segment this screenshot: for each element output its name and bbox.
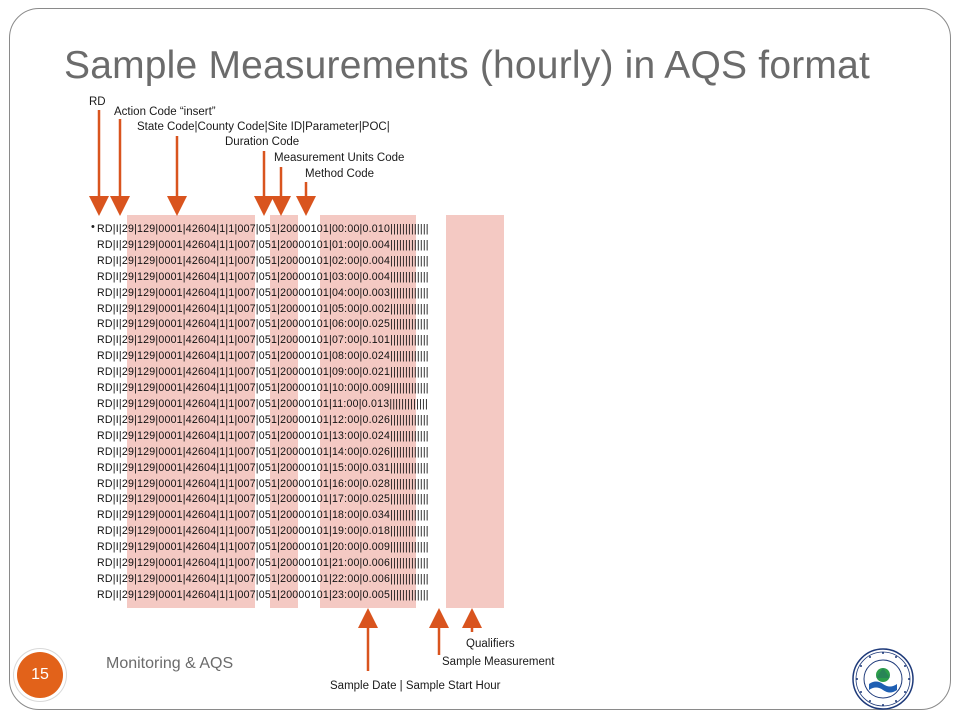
data-record-line: RD|I|29|129|0001|42604|1|1|007|051|20000… [97,572,429,585]
label-sample-measurement: Sample Measurement [442,656,555,668]
label-duration-code: Duration Code [225,136,300,148]
highlight-band-date-hour [320,215,416,608]
slide-title: Sample Measurements (hourly) in AQS form… [64,44,871,87]
data-record-line: RD|I|29|129|0001|42604|1|1|007|051|20000… [97,223,429,235]
data-record-line: RD|I|29|129|0001|42604|1|1|007|051|20000… [97,557,429,570]
data-record-line: RD|I|29|129|0001|42604|1|1|007|051|20000… [97,334,429,347]
label-rd: RD [89,96,106,108]
data-record-line: RD|I|29|129|0001|42604|1|1|007|051|20000… [97,493,429,506]
data-record-line: RD|I|29|129|0001|42604|1|1|007|051|20000… [97,302,429,315]
label-action-code: Action Code “insert” [114,106,216,118]
highlight-band-qualifiers [446,215,504,608]
highlight-band-site-fields [127,215,255,608]
data-record-line: RD|I|29|129|0001|42604|1|1|007|051|20000… [97,445,429,458]
data-record-line: RD|I|29|129|0001|42604|1|1|007|051|20000… [97,238,429,251]
data-record-line: RD|I|29|129|0001|42604|1|1|007|051|20000… [97,413,429,426]
label-units-code: Measurement Units Code [274,152,405,164]
page-number-badge: 15 [17,652,63,698]
label-method-code: Method Code [305,168,375,180]
label-state-code: State Code|County Code|Site ID|Parameter… [137,121,390,133]
data-record-line: RD|I|29|129|0001|42604|1|1|007|051|20000… [97,350,429,363]
bullet-marker: • [91,221,95,233]
footer-text: Monitoring & AQS [106,655,234,672]
data-record-line: RD|I|29|129|0001|42604|1|1|007|051|20000… [97,382,429,395]
data-record-line: RD|I|29|129|0001|42604|1|1|007|051|20000… [97,525,429,538]
data-record-line: RD|I|29|129|0001|42604|1|1|007|051|20000… [97,397,428,410]
label-sample-date: Sample Date | Sample Start Hour [330,680,501,692]
data-record-line: RD|I|29|129|0001|42604|1|1|007|051|20000… [97,429,429,442]
data-record-line: RD|I|29|129|0001|42604|1|1|007|051|20000… [97,461,429,474]
data-record-line: RD|I|29|129|0001|42604|1|1|007|051|20000… [97,366,429,379]
aqs-data-block: RD|I|29|129|0001|42604|1|1|007|051|20000… [97,222,429,604]
data-record-line: RD|I|29|129|0001|42604|1|1|007|051|20000… [97,286,429,299]
data-record-line: RD|I|29|129|0001|42604|1|1|007|051|20000… [97,254,429,267]
data-record-line: RD|I|29|129|0001|42604|1|1|007|051|20000… [97,541,429,554]
data-record-line: RD|I|29|129|0001|42604|1|1|007|051|20000… [97,270,429,283]
data-record-line: RD|I|29|129|0001|42604|1|1|007|051|20000… [97,318,429,331]
highlight-band-units-method [270,215,298,608]
label-qualifiers: Qualifiers [466,638,515,650]
data-record-line: RD|I|29|129|0001|42604|1|1|007|051|20000… [97,477,429,490]
data-record-line: RD|I|29|129|0001|42604|1|1|007|051|20000… [97,509,429,522]
epa-seal-icon [852,648,914,710]
data-record-line: RD|I|29|129|0001|42604|1|1|007|051|20000… [97,588,429,601]
